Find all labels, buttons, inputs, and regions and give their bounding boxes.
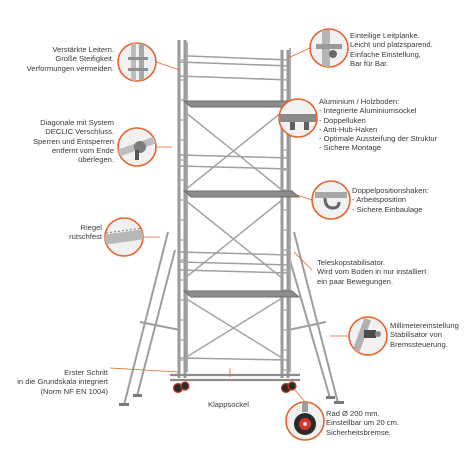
wheel-brake-icon — [294, 402, 316, 435]
outriggers — [123, 231, 339, 406]
label-leitern: Verstärkte Leitern. Große Steifigkeit. V… — [26, 45, 114, 73]
callout-riegel — [104, 217, 144, 257]
label-leitplanke: Einteilige Leitplanke. Leicht und platzs… — [350, 31, 433, 68]
callout-boden — [278, 98, 318, 138]
horizontal-ledgers — [178, 154, 291, 361]
callout-millimeter — [348, 316, 388, 356]
callout-doppelposition — [311, 180, 351, 220]
ladder-detail-icon — [128, 43, 148, 81]
callout-rad — [285, 401, 325, 441]
outrigger-feet — [119, 394, 344, 406]
label-diagonale: Diagonale mit System DECLIC Verschluss. … — [32, 118, 114, 165]
tower-wheels — [172, 381, 297, 394]
folding-base — [170, 373, 300, 382]
label-klappsockel: Klappsockel — [208, 400, 249, 409]
callout-leitplanke — [309, 28, 349, 68]
rear-uprights — [185, 42, 292, 372]
declic-clamp-icon — [118, 136, 156, 160]
millimeter-adjuster-icon — [352, 318, 381, 355]
label-rad: Rad Ø 200 mm. Einstellbar um 20 cm. Sich… — [326, 409, 400, 437]
riegel-tube-icon — [105, 227, 143, 245]
top-guardrails — [178, 55, 291, 81]
callout-ladder — [117, 42, 157, 82]
double-hook-icon — [315, 192, 347, 210]
label-boden: Aluminium / Holzboden: - Integrierte Alu… — [319, 97, 438, 153]
label-erster-schritt: Erster Schritt in die Grundskala integri… — [17, 368, 108, 396]
diagonal-braces — [184, 111, 283, 359]
guardrail-hook-icon — [316, 30, 342, 67]
label-doppelposition: Doppelpositionshaken: - Arbeitsposition … — [352, 186, 429, 214]
label-millimeter: Millimetereinstellung Stabilisator von B… — [390, 321, 459, 349]
platforms — [182, 100, 301, 298]
callout-diagonal — [117, 127, 157, 167]
label-riegel: Riegel rutschfest — [69, 223, 102, 242]
scaffold-tower — [119, 40, 344, 406]
deck-hook-icon — [280, 114, 316, 130]
label-stabilisator: Teleskopstabilisator. Wird vom Boden in … — [317, 258, 427, 286]
ladder-rungs — [179, 59, 288, 371]
